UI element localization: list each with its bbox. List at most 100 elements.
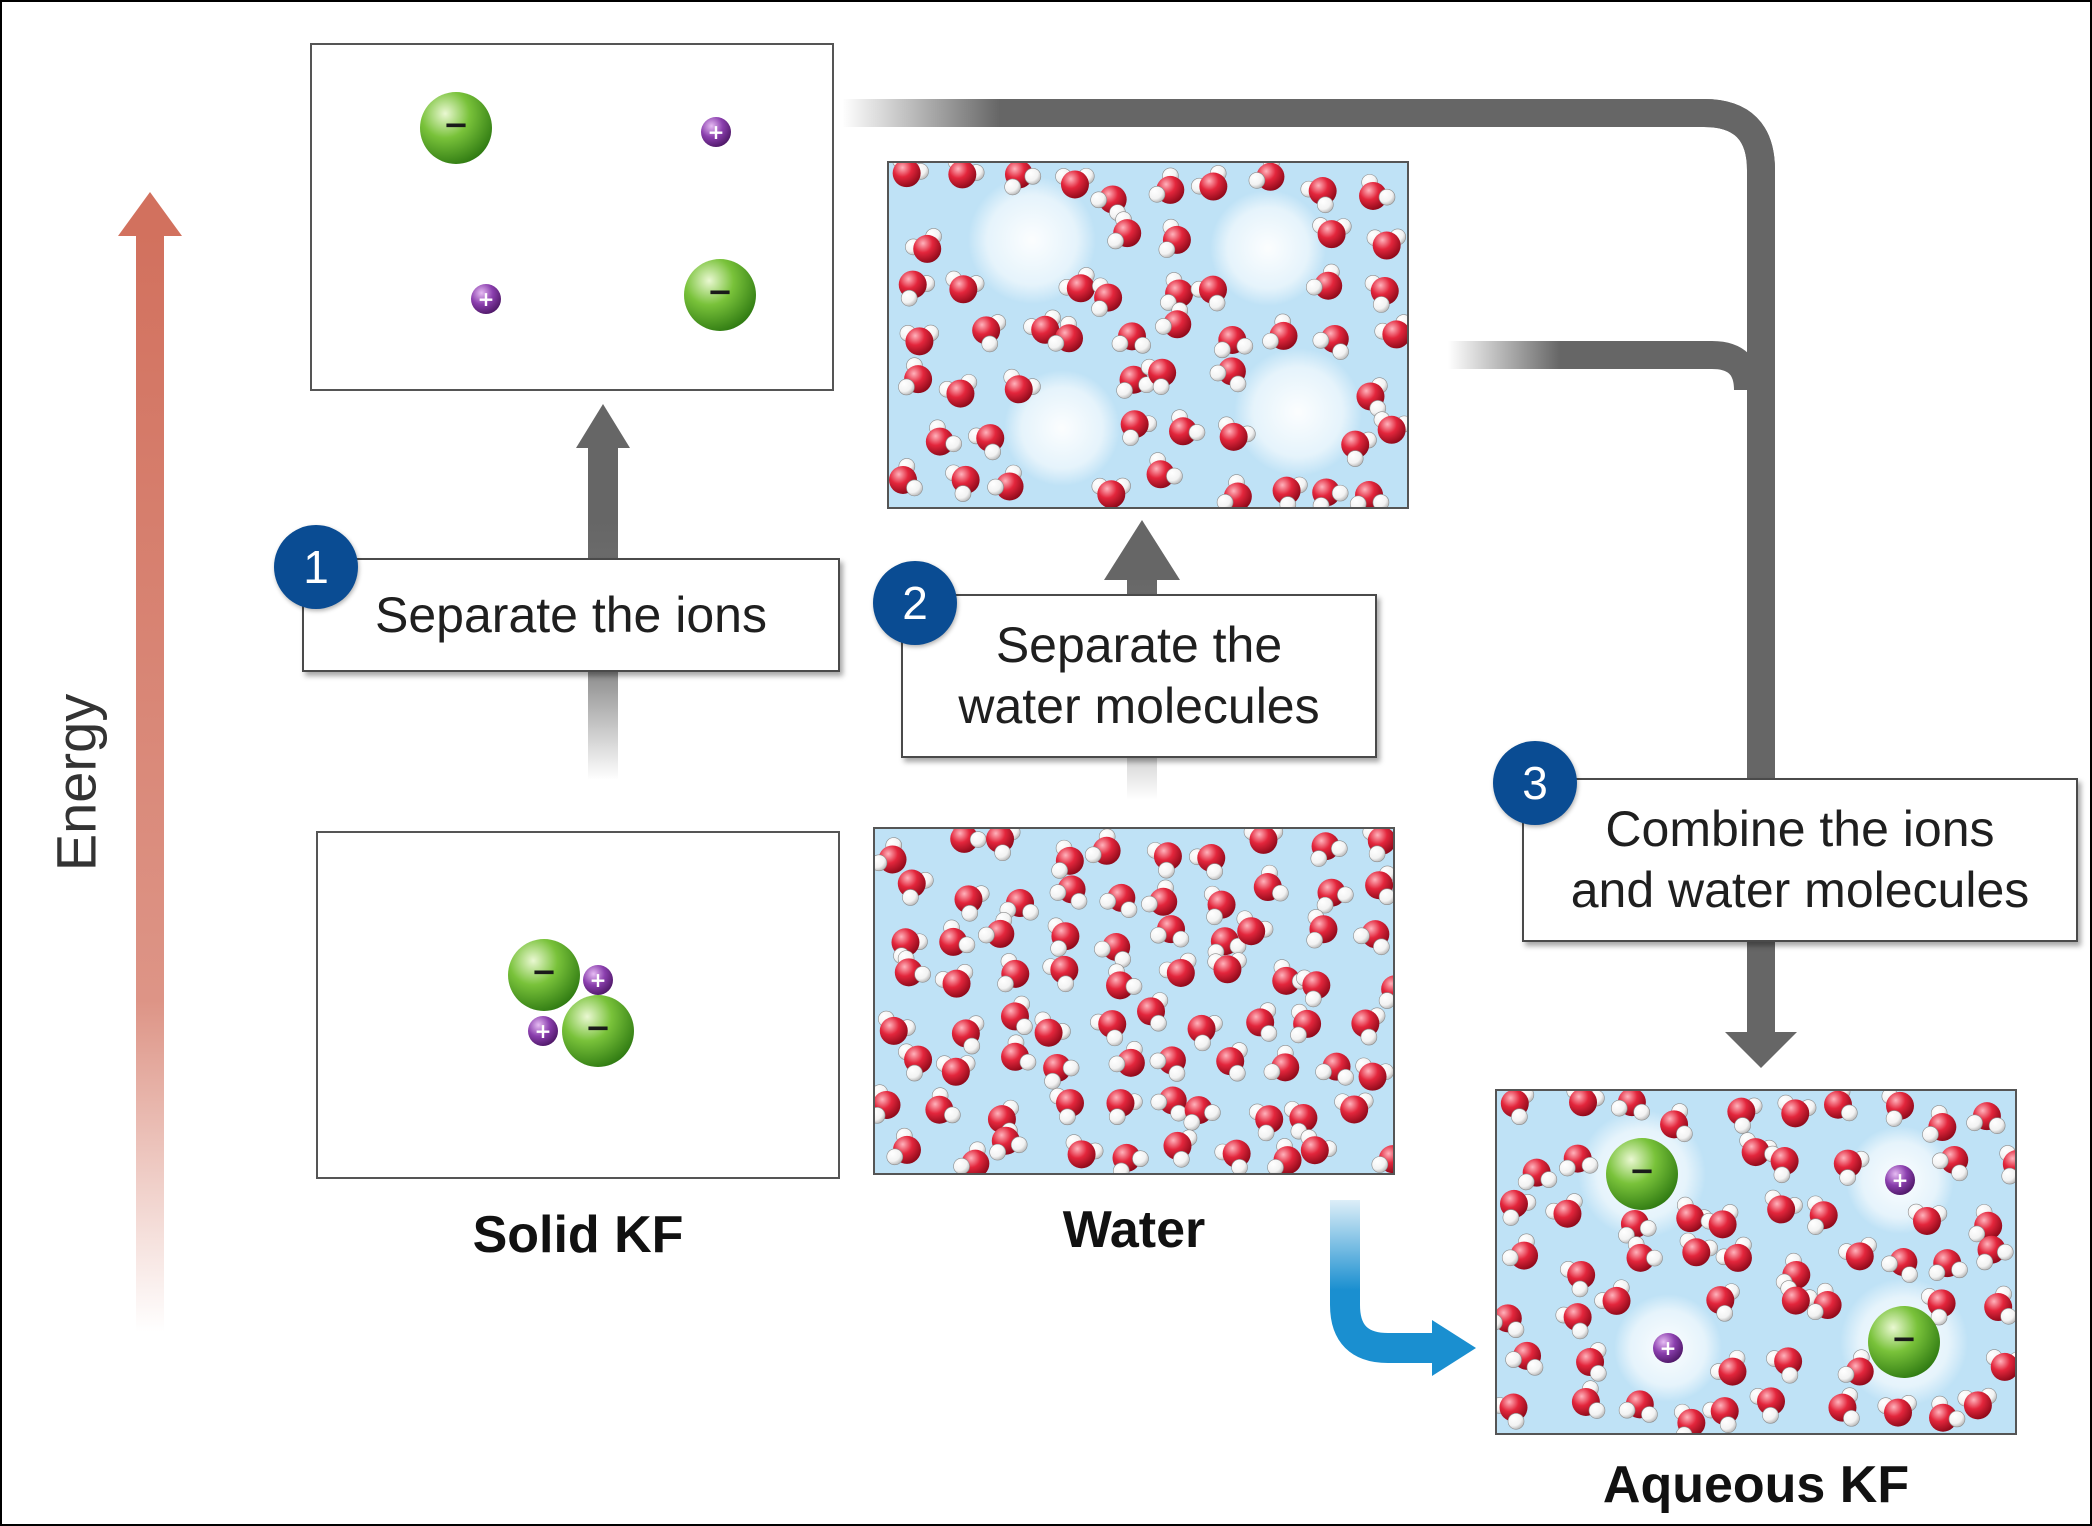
water-molecule — [1559, 1144, 1599, 1177]
oxygen-atom — [995, 472, 1024, 501]
water-molecule — [1003, 368, 1041, 404]
water-molecule — [1191, 165, 1228, 201]
hydrogen-atom — [1160, 294, 1177, 311]
fluoride-anion: − — [508, 939, 580, 1011]
hydrogen-atom — [1206, 863, 1223, 880]
water-molecule — [1043, 1053, 1080, 1090]
hydrogen-atom — [1305, 990, 1322, 1008]
hydrogen-atom — [1641, 1406, 1658, 1423]
water-molecule — [1187, 1014, 1223, 1052]
fluoride-anion: − — [684, 259, 756, 331]
water-molecule — [898, 357, 933, 396]
hydrogen-atom — [1132, 1150, 1149, 1167]
cation-charge: + — [590, 968, 607, 992]
oxygen-atom — [1781, 1286, 1810, 1315]
hydrogen-atom — [2000, 1308, 2016, 1325]
water-molecule — [1204, 885, 1236, 926]
water-molecule — [1112, 1143, 1149, 1174]
hydrogen-atom — [1378, 992, 1394, 1009]
oxygen-atom — [1774, 1347, 1803, 1376]
hydrogen-atom — [1588, 1402, 1606, 1419]
water-molecule — [950, 828, 987, 853]
step-3-badge: 3 — [1493, 741, 1577, 825]
oxygen-atom — [1883, 1398, 1912, 1427]
water-molecule — [1004, 162, 1042, 196]
oxygen-atom — [1845, 1242, 1874, 1271]
hydrogen-atom — [898, 378, 915, 396]
hydrogen-atom — [1331, 840, 1348, 857]
water-molecule — [898, 270, 935, 307]
hydrogen-atom — [1004, 178, 1021, 196]
hydrogen-atom — [989, 1143, 1006, 1161]
oxygen-atom — [1097, 480, 1126, 508]
water-molecule — [874, 837, 907, 874]
hydrogen-atom — [1773, 1166, 1791, 1184]
water-molecule — [1218, 416, 1256, 451]
hydrogen-atom — [963, 1037, 981, 1055]
water-molecule — [1312, 217, 1352, 249]
hydrogen-atom — [944, 1106, 961, 1124]
hydrogen-atom — [1807, 1303, 1824, 1321]
water-molecule — [1216, 1042, 1248, 1082]
water-molecule — [936, 1055, 976, 1086]
water-molecule — [1365, 865, 1394, 906]
water-molecule — [1296, 969, 1331, 1008]
water-molecule — [1190, 275, 1227, 312]
anion-charge: − — [707, 275, 733, 310]
hydrogen-atom — [1885, 1110, 1903, 1127]
water-molecule — [1700, 1204, 1739, 1239]
hydrogen-atom — [1166, 467, 1183, 485]
hydrogen-atom — [1059, 1108, 1076, 1126]
water-molecule — [1290, 1003, 1322, 1044]
vacancy — [1004, 370, 1120, 486]
hydrogen-atom — [1676, 1125, 1693, 1143]
solid-kf-ions: ++−− — [508, 939, 634, 1067]
potassium-cation: + — [471, 284, 501, 314]
hydrogen-atom — [1152, 378, 1170, 395]
water-molecule — [905, 228, 942, 263]
hydrogen-atom — [1094, 940, 1111, 958]
fluoride-anion: − — [1868, 1306, 1940, 1378]
hydrogen-atom — [1368, 845, 1386, 863]
water-molecule — [1141, 879, 1178, 916]
solid-kf-label: Solid KF — [472, 1206, 684, 1264]
anion-charge: − — [1629, 1154, 1655, 1189]
water-molecule — [1284, 1101, 1318, 1140]
oxygen-atom — [949, 275, 978, 304]
hydrogen-atom — [1507, 1412, 1525, 1430]
water-molecule — [997, 953, 1030, 993]
water-molecule — [1881, 1090, 1914, 1127]
hydrogen-atom — [1966, 1114, 1983, 1132]
water-molecule — [1727, 1097, 1763, 1134]
water-molecule — [1838, 1237, 1877, 1271]
oxygen-atom — [1067, 1140, 1096, 1169]
hydrogen-atom — [1372, 494, 1390, 508]
oxygen-atom — [925, 427, 954, 456]
water-molecule — [1364, 274, 1399, 313]
water-molecule — [1517, 1158, 1558, 1191]
water-molecule — [1137, 992, 1169, 1032]
hydrogen-atom — [914, 966, 931, 983]
hydrogen-atom — [1116, 382, 1133, 399]
hydrogen-atom — [1312, 332, 1330, 349]
water-molecule — [1312, 478, 1349, 508]
hydrogen-atom — [1150, 1014, 1167, 1032]
water-molecule — [1828, 1387, 1860, 1427]
hydrogen-atom — [994, 844, 1011, 862]
hydrogen-atom — [1260, 1025, 1278, 1042]
water-molecule — [1034, 1011, 1071, 1047]
water-molecule — [1183, 1096, 1221, 1131]
anion-charge: − — [443, 108, 469, 143]
oxygen-atom — [892, 162, 921, 188]
hydrogen-atom — [1317, 196, 1334, 214]
hydrogen-atom — [1108, 1108, 1126, 1126]
hydrogen-atom — [1353, 927, 1370, 945]
water-label: Water — [1062, 1201, 1206, 1259]
oxygen-atom — [905, 327, 934, 356]
water-molecule — [1764, 1145, 1799, 1184]
hydrogen-atom — [1305, 278, 1323, 296]
aqueous-kf-label: Aqueous KF — [1602, 1456, 1910, 1514]
hydrating-water-molecules — [1496, 1090, 2016, 1434]
hydrogen-atom — [1618, 1401, 1636, 1419]
hydrogen-atom — [1571, 1322, 1589, 1340]
